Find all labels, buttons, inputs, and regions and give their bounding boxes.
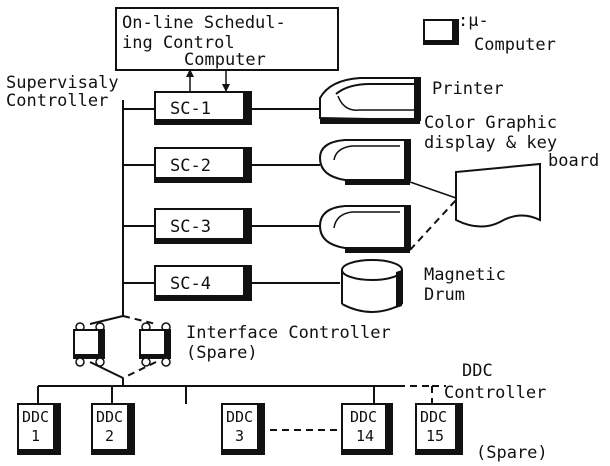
printer-icon (320, 78, 420, 124)
sc-2: SC-2 (123, 148, 320, 182)
interface-unit-right (140, 323, 170, 366)
interface-unit-left (74, 323, 104, 366)
legend-text: Computer (474, 35, 556, 55)
supervisory-controller-label: Supervisaly Controller (6, 73, 119, 111)
sc-4: SC-4 (123, 266, 340, 300)
keyboard-icon (410, 164, 540, 250)
printer-label: Printer (432, 79, 504, 99)
interface-controller-line-1: Interface Controller (186, 323, 391, 343)
spare-label: (Spare) (476, 443, 548, 463)
sc-4-label: SC-4 (170, 274, 211, 294)
ddc-3: DDC 3 (222, 404, 264, 455)
legend: :μ- Computer (424, 11, 556, 55)
magnetic-drum-line-1: Magnetic (424, 265, 506, 285)
interface-controller-line-2: (Spare) (186, 343, 258, 363)
ddc-15: DDC 15 (416, 404, 462, 455)
ddc-controller-label: DDC Controller (444, 361, 546, 403)
magnetic-drum: Magnetic Drum (342, 260, 506, 312)
computer-sc1-arrows (186, 69, 230, 92)
crt-display-2 (320, 206, 410, 253)
ddc-2: DDC 2 (92, 404, 134, 455)
sc-2-label: SC-2 (170, 156, 211, 176)
color-graphic-line-3: board (548, 151, 599, 171)
interface-controller: Interface Controller (Spare) (74, 316, 391, 386)
ddc-3-word: DDC (226, 408, 253, 426)
supervisory-line-2: Controller (6, 91, 108, 111)
color-graphic-line-2: display & key (424, 133, 557, 153)
sc-3: SC-3 (123, 209, 320, 243)
scheduling-computer-line-3: Computer (184, 50, 266, 70)
ddc-15-number: 15 (426, 427, 444, 445)
ddc-2-word: DDC (96, 408, 123, 426)
color-graphic-label: Color Graphic display & key board (424, 113, 599, 171)
magnetic-drum-line-2: Drum (424, 285, 465, 305)
ddc-15-word: DDC (420, 408, 447, 426)
ddc-1: DDC 1 (18, 404, 60, 455)
ddc-2-number: 2 (105, 427, 114, 445)
ddc-controller-line-2: Controller (444, 383, 546, 403)
ddc-controller-line-1: DDC (462, 361, 493, 381)
sc-1: SC-1 (123, 92, 320, 124)
ddc-14: DDC 14 (342, 404, 392, 455)
ddc-14-word: DDC (350, 408, 377, 426)
legend-symbol-label: :μ- (458, 11, 489, 31)
supervisory-line-1: Supervisaly (6, 73, 119, 93)
ddc-1-number: 1 (31, 427, 40, 445)
scheduling-computer: On-line Schedul- ing Control Computer (116, 8, 338, 70)
scheduling-computer-line-1: On-line Schedul- (122, 13, 286, 33)
crt-display-1 (320, 140, 410, 185)
color-graphic-line-1: Color Graphic (424, 113, 557, 133)
ddc-14-number: 14 (356, 427, 374, 445)
drum-icon (342, 260, 402, 312)
ddc-3-number: 3 (235, 427, 244, 445)
ddc-1-word: DDC (22, 408, 49, 426)
sc-3-label: SC-3 (170, 217, 211, 237)
sc-1-label: SC-1 (170, 99, 211, 119)
